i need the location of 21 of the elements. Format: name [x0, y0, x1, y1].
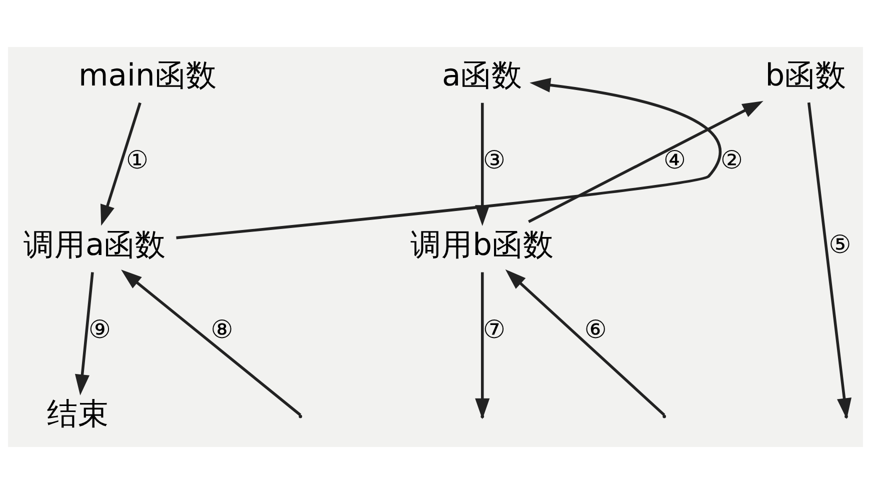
node-text: a函数: [442, 58, 523, 94]
arrow: [121, 270, 302, 416]
node-text: main函数: [78, 58, 217, 94]
edge-label: ③: [482, 145, 506, 174]
arrow: [528, 100, 764, 224]
edge-label: ②: [720, 145, 743, 174]
edge-label: ⑧: [210, 314, 234, 344]
node-text: 结束: [47, 397, 110, 432]
edge-label: ⑤: [828, 230, 852, 260]
arrow: [505, 269, 666, 416]
edge-label: ⑥: [584, 314, 607, 344]
edge-label: ⑨: [88, 314, 111, 344]
edge-label: ①: [126, 145, 148, 174]
edge-label: ④: [664, 145, 686, 174]
edge-label: ⑦: [482, 314, 506, 344]
arrow: [74, 272, 94, 396]
node-text: 调用a函数: [24, 228, 166, 263]
arrow: [176, 78, 722, 240]
node-text: 调用b函数: [410, 228, 554, 263]
node-text: b函数: [765, 58, 847, 94]
arrow: [100, 102, 142, 226]
